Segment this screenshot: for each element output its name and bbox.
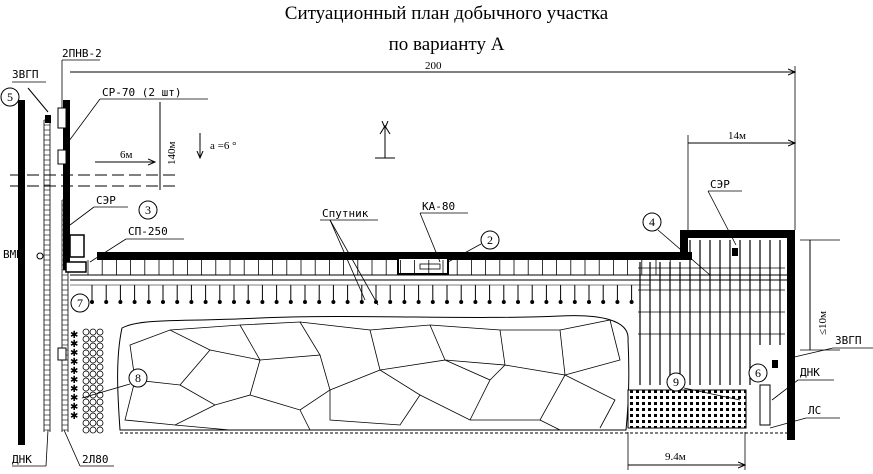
callout-3: 3 <box>138 200 158 220</box>
callout-8: 8 <box>128 368 148 388</box>
callout-7: 7 <box>70 293 90 313</box>
label-ls: ЛС <box>808 404 821 417</box>
timber-stack: ✱✱✱✱✱✱✱✱✱✱ <box>70 328 104 434</box>
dim-depth: 140м <box>166 142 178 166</box>
dim-width-10m: ≤10м <box>817 311 829 335</box>
svg-text:8: 8 <box>135 371 141 385</box>
callout-6: 6 <box>748 363 768 383</box>
label-2pnv2: 2ПНВ-2 <box>62 47 102 60</box>
label-zvgp-right: ЗВГП <box>835 334 862 347</box>
label-2l80: 2Л80 <box>82 453 109 466</box>
callout-2: 2 <box>480 230 500 250</box>
diagram-subtitle: по варианту А <box>388 34 505 55</box>
svg-text:✱: ✱ <box>70 348 78 359</box>
svg-text:✱: ✱ <box>70 402 78 413</box>
label-dnk-left: ДНК <box>12 453 32 466</box>
svg-text:✱: ✱ <box>70 366 78 377</box>
top-face-wall <box>97 252 692 260</box>
label-vmp: ВМП <box>3 248 23 261</box>
roof-support-props <box>90 285 634 304</box>
dim-bottom-9-4m: 9.4м <box>665 451 686 463</box>
svg-text:✱: ✱ <box>70 393 78 404</box>
label-sr70: СР-70 (2 шт) <box>102 86 181 99</box>
right-shaft-ladder <box>61 199 69 432</box>
label-sp250: СП-250 <box>128 225 168 238</box>
svg-text:7: 7 <box>77 296 83 310</box>
svg-text:✱: ✱ <box>70 384 78 395</box>
goaf-stones <box>124 319 621 431</box>
callout-4: 4 <box>642 212 662 232</box>
label-zvgp-left: ЗВГП <box>12 68 39 81</box>
left-shaft-ladder <box>43 119 51 432</box>
right-top-wall <box>680 230 795 238</box>
callout-5: 5 <box>0 87 20 107</box>
svg-text:✱: ✱ <box>70 411 78 422</box>
label-dnk-right: ДНК <box>800 366 820 379</box>
stone-packing <box>627 389 747 429</box>
left-wall <box>18 100 25 445</box>
svg-text:6: 6 <box>755 366 761 380</box>
dim-total-length: 200 <box>425 60 442 72</box>
right-inner-wall-step <box>680 230 688 260</box>
callout-9: 9 <box>666 372 686 392</box>
label-ser-right: СЭР <box>710 178 730 191</box>
svg-text:9: 9 <box>673 375 679 389</box>
diagram-title: Ситуационный план добычного участка <box>284 3 609 24</box>
label-ser-left: СЭР <box>96 194 116 207</box>
svg-text:3: 3 <box>145 203 151 217</box>
svg-text:2: 2 <box>487 233 493 247</box>
dim-offset-14m: 14м <box>728 130 746 142</box>
left-inner-wall <box>63 100 70 270</box>
svg-text:4: 4 <box>649 215 655 229</box>
dim-offset-6m: 6м <box>120 149 133 161</box>
label-sputnik: Спутник <box>322 207 369 220</box>
label-ka80: КА-80 <box>422 200 455 213</box>
svg-text:✱: ✱ <box>70 339 78 350</box>
svg-text:✱: ✱ <box>70 375 78 386</box>
svg-text:5: 5 <box>7 90 13 104</box>
conveyor-tick-marks <box>87 260 671 275</box>
slope-label: a =6 ° <box>210 140 237 152</box>
right-wall <box>787 230 795 440</box>
svg-text:✱: ✱ <box>70 330 78 341</box>
roof-bolt-lines <box>638 240 785 385</box>
svg-text:✱: ✱ <box>70 357 78 368</box>
